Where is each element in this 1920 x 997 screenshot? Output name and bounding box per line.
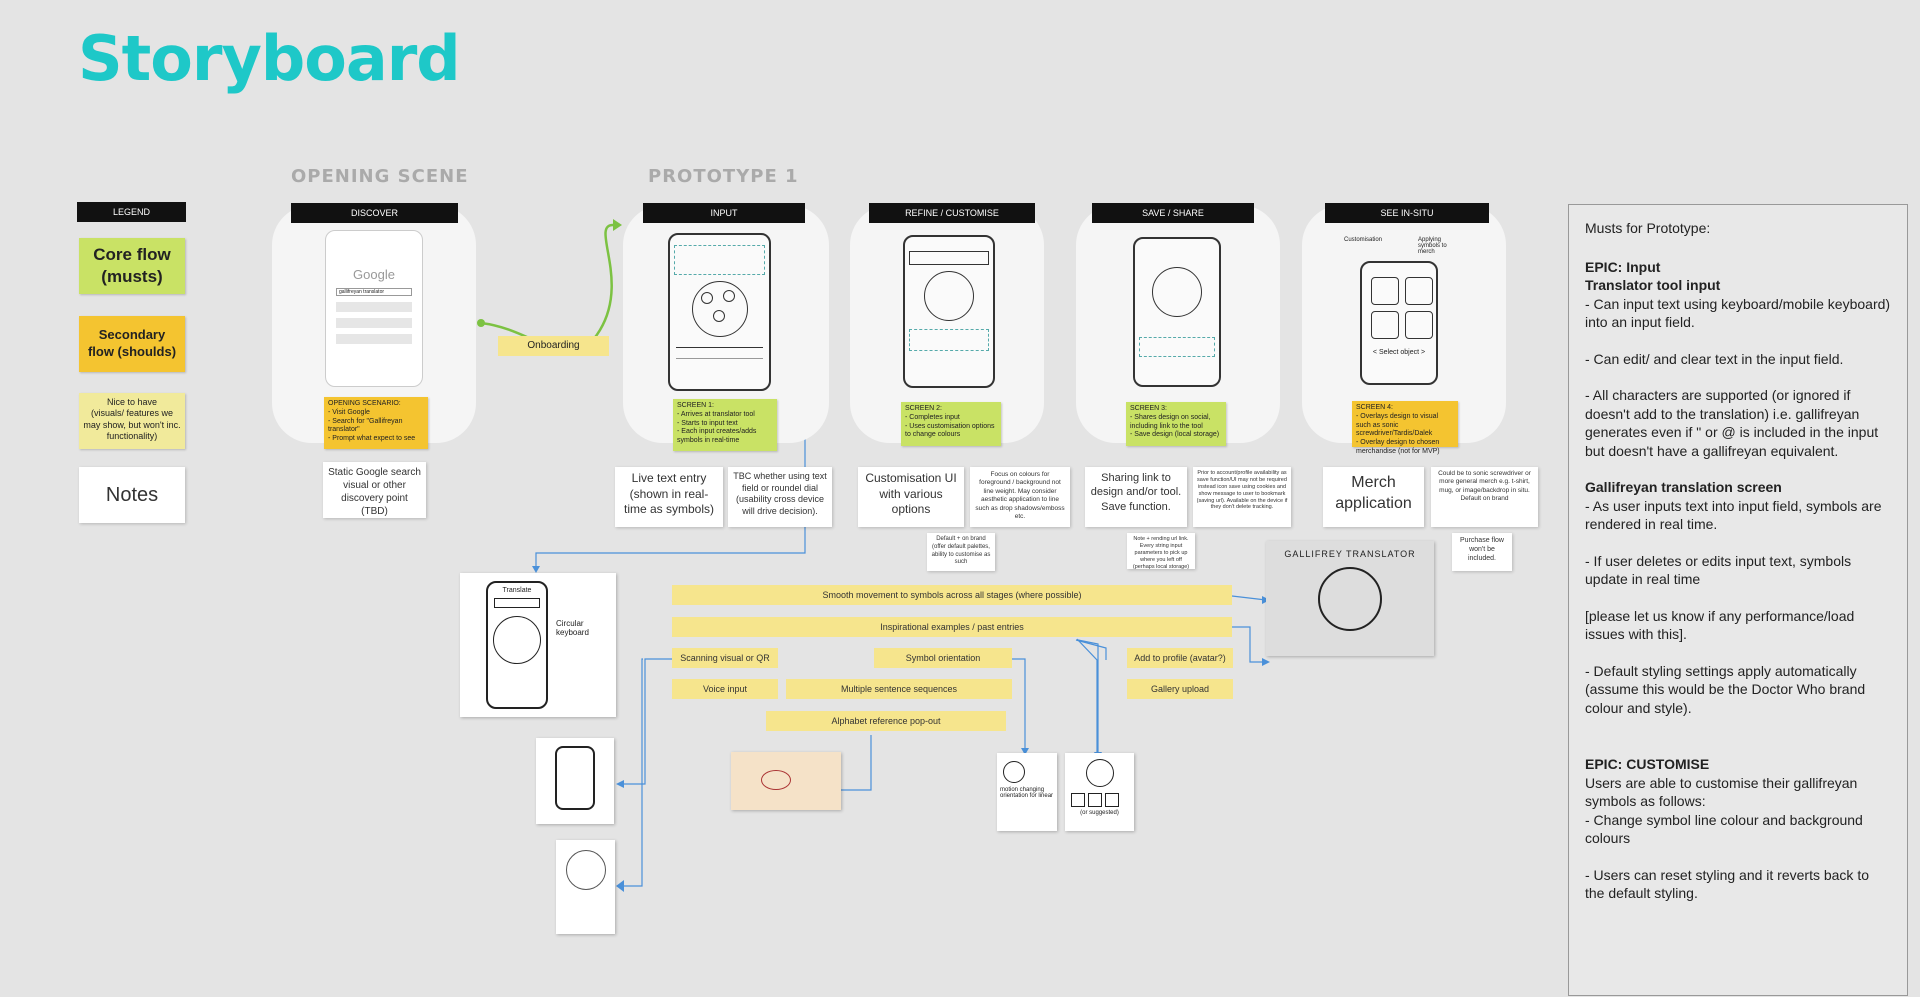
musts-item: - If user deletes or edits input text, s…	[1585, 552, 1852, 588]
situ-note-merch: Merch application	[1323, 467, 1424, 527]
screen-1-sticky: SCREEN 1: - Arrives at translator tool -…	[673, 399, 777, 451]
legend-notes: Notes	[79, 467, 185, 523]
input-note-tbc: TBC whether using text field or roundel …	[728, 467, 832, 527]
section-opening-scene: OPENING SCENE	[291, 166, 469, 187]
save-note-account: Prior to account/profile availability as…	[1193, 467, 1291, 527]
feature-scanning: Scanning visual or QR	[672, 648, 778, 668]
situ-note-purchase: Purchase flow won't be included.	[1452, 533, 1512, 571]
legend-header: LEGEND	[77, 202, 186, 222]
musts-panel: Musts for Prototype: EPIC: Input Transla…	[1568, 204, 1908, 996]
musts-epic-input: EPIC: Input	[1585, 258, 1661, 275]
input-note-live-text: Live text entry (shown in real-time as s…	[615, 467, 723, 527]
refine-note-ui: Customisation UI with various options	[858, 467, 964, 527]
musts-heading: Musts for Prototype:	[1585, 220, 1711, 236]
profile-sketch: (or suggested)	[1065, 753, 1134, 831]
situ-header: SEE IN-SITU	[1325, 203, 1489, 223]
feature-alphabet-reference: Alphabet reference pop-out	[766, 711, 1006, 731]
musts-item: - All characters are supported (or ignor…	[1585, 387, 1879, 459]
save-note-sharing: Sharing link to design and/or tool. Save…	[1085, 467, 1187, 527]
feature-smooth-movement: Smooth movement to symbols across all st…	[672, 585, 1232, 605]
select-object-label: < Select object >	[1372, 349, 1426, 356]
musts-translator-input: Translator tool input	[1585, 277, 1721, 293]
musts-item: - Can input text using keyboard/mobile k…	[1585, 295, 1891, 331]
google-phone-mockup: Google gallifreyan translator	[325, 230, 423, 387]
save-note-url: Note + rending url link. Every string in…	[1127, 533, 1195, 570]
feature-add-to-profile: Add to profile (avatar?)	[1127, 648, 1233, 668]
feature-symbol-orientation: Symbol orientation	[874, 648, 1012, 668]
page-title: Storyboard	[78, 22, 461, 95]
legend-nice-to-have: Nice to have (visuals/ features we may s…	[79, 393, 185, 449]
musts-item: - Can edit/ and clear text in the input …	[1585, 350, 1844, 367]
screen-4-sticky: SCREEN 4: - Overlays design to visual su…	[1352, 401, 1458, 455]
gallery-sketch	[556, 840, 615, 934]
input-header: INPUT	[643, 203, 805, 223]
feature-gallery-upload: Gallery upload	[1127, 679, 1233, 699]
legend-secondary-flow: Secondary flow (shoulds)	[79, 316, 185, 372]
situ-note-sonic: Could be to sonic screwdriver or more ge…	[1431, 467, 1538, 527]
refine-note-default: Default + on brand (offer default palett…	[927, 533, 995, 571]
opening-scenario-sticky: OPENING SCENARIO: - Visit Google - Searc…	[324, 397, 428, 449]
feature-multiple-sentences: Multiple sentence sequences	[786, 679, 1012, 699]
musts-item: [please let us know if any performance/l…	[1585, 607, 1855, 643]
musts-item: - Default styling settings apply automat…	[1585, 662, 1866, 716]
refine-phone-sketch	[903, 235, 995, 388]
musts-translation-screen: Gallifreyan translation screen	[1585, 479, 1782, 495]
feature-voice-input: Voice input	[672, 679, 778, 699]
refine-header: REFINE / CUSTOMISE	[869, 203, 1035, 223]
orientation-sketch: motion changing orientation for linear	[997, 753, 1057, 831]
situ-sketch: Customisation Applying symbols to merch …	[1340, 237, 1460, 387]
screen-3-sticky: SCREEN 3: - Shares design on social, inc…	[1126, 402, 1226, 446]
save-phone-sketch	[1133, 237, 1221, 387]
legend-core-flow: Core flow (musts)	[79, 238, 185, 294]
musts-epic-customise: EPIC: CUSTOMISE	[1585, 756, 1710, 772]
voice-input-sketch	[536, 738, 614, 824]
circular-keyboard-sketch: Translate Circular keyboard	[460, 573, 616, 717]
musts-item: Users are able to customise their gallif…	[1585, 774, 1863, 847]
discover-note: Static Google search visual or other dis…	[323, 462, 426, 518]
refine-note-colours: Focus on colours for foreground / backgr…	[970, 467, 1070, 527]
discover-header: DISCOVER	[291, 203, 458, 223]
gallifrey-translator-sketch: GALLIFREY TRANSLATOR	[1266, 541, 1434, 656]
save-header: SAVE / SHARE	[1092, 203, 1254, 223]
input-phone-sketch	[668, 233, 771, 391]
onboarding-sticky: Onboarding	[498, 336, 609, 356]
feature-inspirational-examples: Inspirational examples / past entries	[672, 617, 1232, 637]
google-search-field: gallifreyan translator	[336, 288, 412, 296]
alphabet-sketch	[731, 752, 841, 810]
section-prototype: PROTOTYPE 1	[648, 166, 799, 187]
google-logo: Google	[353, 267, 395, 282]
screen-2-sticky: SCREEN 2: - Completes input - Uses custo…	[901, 402, 1001, 446]
musts-item: - As user inputs text into input field, …	[1585, 497, 1882, 533]
musts-item: - Users can reset styling and it reverts…	[1585, 866, 1869, 902]
